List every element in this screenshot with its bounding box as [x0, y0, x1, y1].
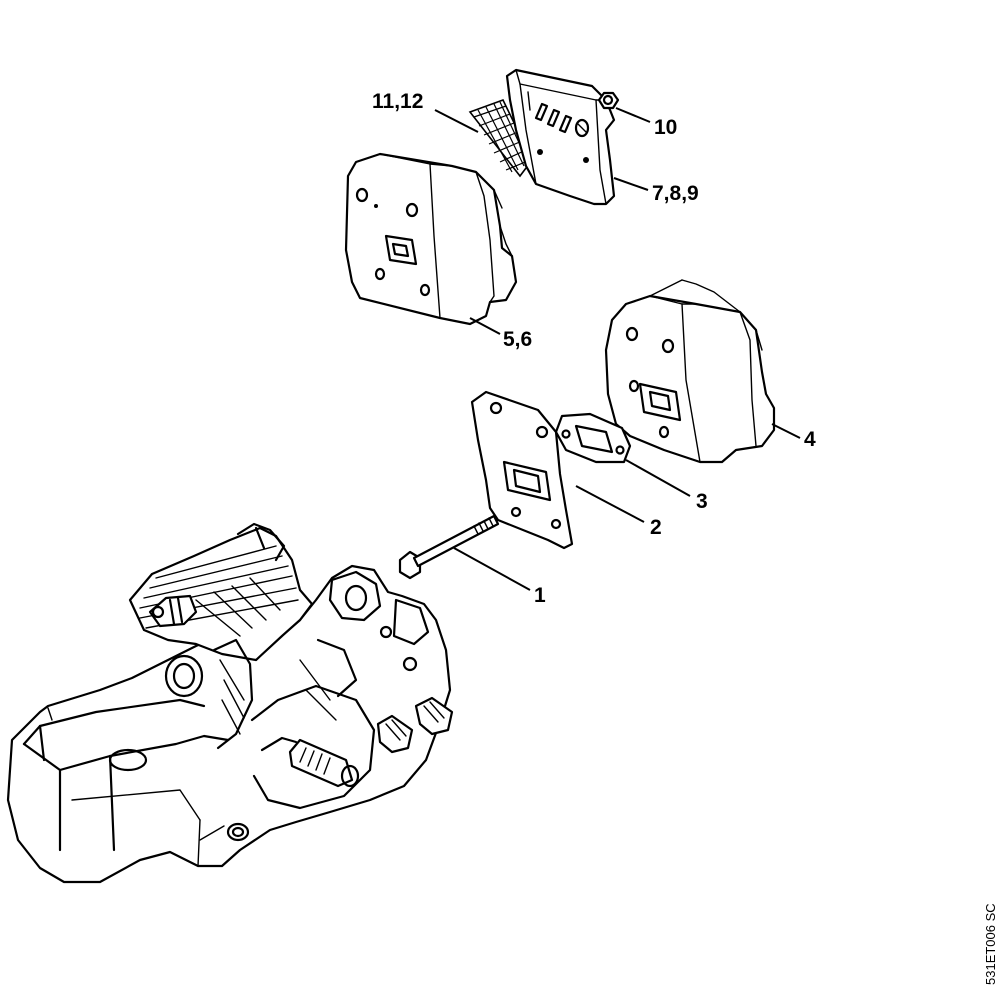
- leader-lines: [434, 107, 801, 591]
- leader-11-12: [434, 109, 479, 133]
- callout-3: 3: [696, 490, 708, 513]
- exhaust-gasket: [554, 412, 632, 464]
- callout-1: 1: [534, 584, 546, 607]
- leader-1: [453, 547, 531, 591]
- muffler-upper: [344, 152, 518, 326]
- nut: [597, 91, 620, 110]
- leader-2: [575, 485, 645, 523]
- callout-7-8-9: 7,8,9: [652, 182, 699, 205]
- muffler-lower: [604, 279, 776, 464]
- leader-3: [625, 459, 691, 497]
- callout-11-12: 11,12: [372, 90, 423, 113]
- callout-10: 10: [654, 116, 677, 139]
- callout-4: 4: [804, 428, 816, 451]
- muffler-cover-plate: [505, 68, 616, 206]
- callout-2: 2: [650, 516, 662, 539]
- leader-7-8-9: [613, 177, 649, 191]
- cooling-plate: [470, 390, 574, 550]
- reference-code: 531ET006 SC: [983, 903, 998, 985]
- leader-5-6: [469, 317, 501, 335]
- engine-assembly: [6, 522, 454, 884]
- bolt: [398, 514, 500, 580]
- leader-10: [615, 107, 651, 123]
- leader-4: [771, 423, 801, 439]
- callout-5-6: 5,6: [503, 328, 532, 351]
